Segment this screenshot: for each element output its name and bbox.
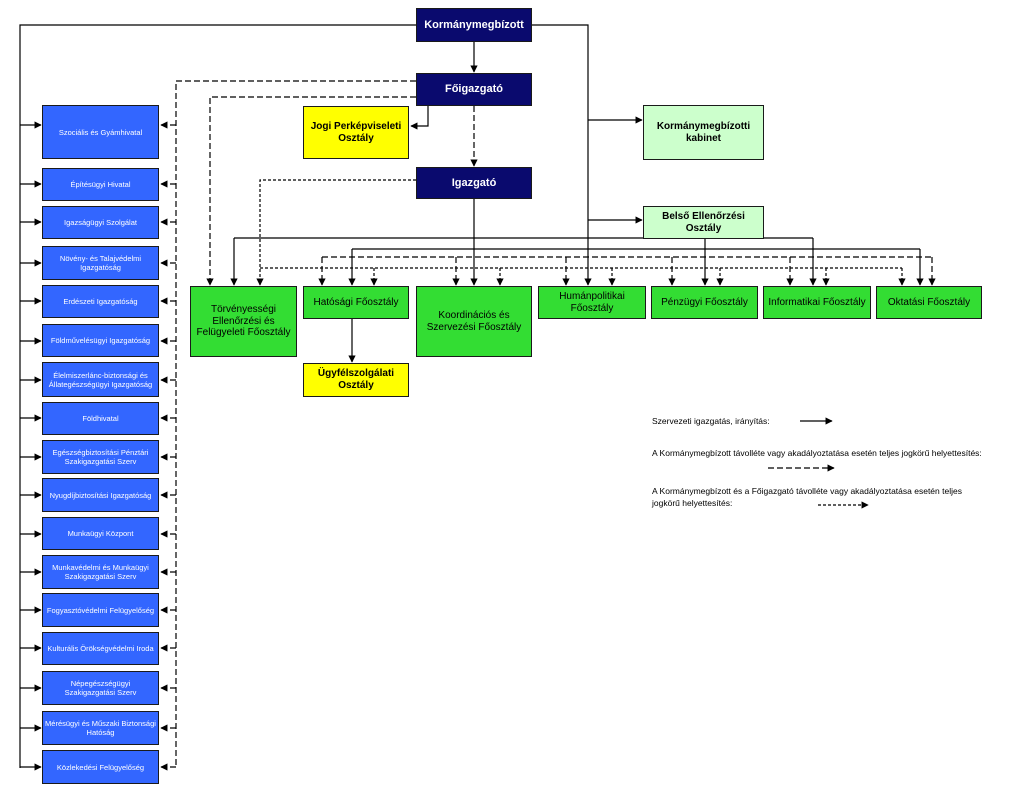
department-label: Informatikai Főosztály (768, 296, 866, 308)
kabinet-label: Kormánymegbízotti kabinet (656, 120, 751, 144)
agency-label: Igazságügyi Szolgálat (64, 218, 137, 227)
agency-label: Fogyasztóvédelmi Felügyelőség (46, 605, 155, 615)
department-box: Törvényességi Ellenőrzési és Felügyeleti… (190, 286, 297, 357)
agency-box: Népegészségügyi Szakigazgatási Szerv (42, 671, 159, 705)
agency-box: Egészségbiztosítási Pénztári Szakigazgat… (42, 440, 159, 474)
agency-box: Közlekedési Felügyelőség (42, 750, 159, 784)
kormanymegbizott-label: Kormánymegbízott (424, 18, 524, 31)
agency-label: Földművelésügyi Igazgatóság (50, 336, 151, 345)
agency-label: Mérésügyi és Műszaki Biztonsági Hatóság (45, 719, 156, 737)
belso-ellenorzesi-label: Belső Ellenőrzési Osztály (662, 210, 745, 234)
agency-box: Munkavédelmi és Munkaügyi Szakigazgatási… (42, 555, 159, 589)
agency-box: Építésügyi Hivatal (42, 168, 159, 201)
agency-label: Földhivatal (82, 414, 119, 423)
agency-label: Közlekedési Felügyelőség (56, 762, 145, 772)
department-label: Humánpolitikai Főosztály (559, 290, 625, 314)
department-label: Hatósági Főosztály (313, 296, 399, 308)
foigazgato-label: Főigazgató (444, 83, 504, 96)
agency-box: Földművelésügyi Igazgatóság (42, 324, 159, 357)
agency-label: Építésügyi Hivatal (70, 180, 131, 189)
department-box: Koordinációs és Szervezési Főosztály (416, 286, 532, 357)
belso-ellenorzesi-box: Belső Ellenőrzési Osztály (643, 206, 764, 239)
agency-label: Nyugdíjbiztosítási Igazgatóság (49, 490, 152, 500)
legend-dotted: A Kormánymegbízott és a Főigazgató távol… (652, 486, 962, 509)
agency-label: Erdészeti Igazgatóság (63, 297, 138, 306)
agency-label: Munkaügyi Központ (67, 529, 134, 538)
agency-box: Élelmiszerlánc-biztonsági és Állategészs… (42, 362, 159, 397)
foigazgato-box: Főigazgató (416, 73, 532, 106)
department-label: Törvényességi Ellenőrzési és Felügyeleti… (196, 303, 291, 339)
agency-box: Nyugdíjbiztosítási Igazgatóság (42, 478, 159, 512)
agency-box: Erdészeti Igazgatóság (42, 285, 159, 318)
ugyfelszolgalati-box: Ügyfélszolgálati Osztály (303, 363, 409, 397)
ugyfelszolgalati-label: Ügyfélszolgálati Osztály (317, 368, 395, 391)
legend-dashed: A Kormánymegbízott távolléte vagy akadál… (652, 448, 982, 458)
department-box: Informatikai Főosztály (763, 286, 871, 319)
agency-label: Munkavédelmi és Munkaügyi Szakigazgatási… (52, 563, 149, 581)
jogi-perkepviseleti-label: Jogi Perképviseleti Osztály (310, 120, 402, 144)
department-label: Koordinációs és Szervezési Főosztály (426, 309, 522, 333)
igazgato-label: Igazgató (451, 176, 497, 189)
agency-label: Szociális és Gyámhivatal (58, 127, 143, 137)
agency-box: Növény- és Talajvédelmi Igazgatóság (42, 246, 159, 280)
department-box: Oktatási Főosztály (876, 286, 982, 319)
kabinet-box: Kormánymegbízotti kabinet (643, 105, 764, 160)
kormanymegbizott-box: Kormánymegbízott (416, 8, 532, 42)
department-box: Humánpolitikai Főosztály (538, 286, 646, 319)
agency-box: Szociális és Gyámhivatal (42, 105, 159, 159)
agency-label: Egészségbiztosítási Pénztári Szakigazgat… (52, 448, 149, 466)
department-label: Oktatási Főosztály (887, 296, 971, 308)
igazgato-box: Igazgató (416, 167, 532, 199)
department-label: Pénzügyi Főosztály (661, 296, 748, 308)
department-box: Pénzügyi Főosztály (651, 286, 758, 319)
agency-box: Igazságügyi Szolgálat (42, 206, 159, 239)
jogi-perkepviseleti-box: Jogi Perképviseleti Osztály (303, 106, 409, 159)
agency-box: Földhivatal (42, 402, 159, 435)
agency-label: Növény- és Talajvédelmi Igazgatóság (59, 254, 142, 272)
agency-box: Munkaügyi Központ (42, 517, 159, 550)
agency-label: Kulturális Örökségvédelmi Iroda (47, 644, 154, 653)
agency-label: Élelmiszerlánc-biztonsági és Állategészs… (48, 370, 153, 389)
agency-box: Fogyasztóvédelmi Felügyelőség (42, 593, 159, 627)
agency-box: Kulturális Örökségvédelmi Iroda (42, 632, 159, 665)
legend-solid: Szervezeti igazgatás, irányítás: (652, 416, 770, 426)
department-box: Hatósági Főosztály (303, 286, 409, 319)
agency-label: Népegészségügyi Szakigazgatási Szerv (64, 679, 137, 697)
agency-box: Mérésügyi és Műszaki Biztonsági Hatóság (42, 711, 159, 745)
